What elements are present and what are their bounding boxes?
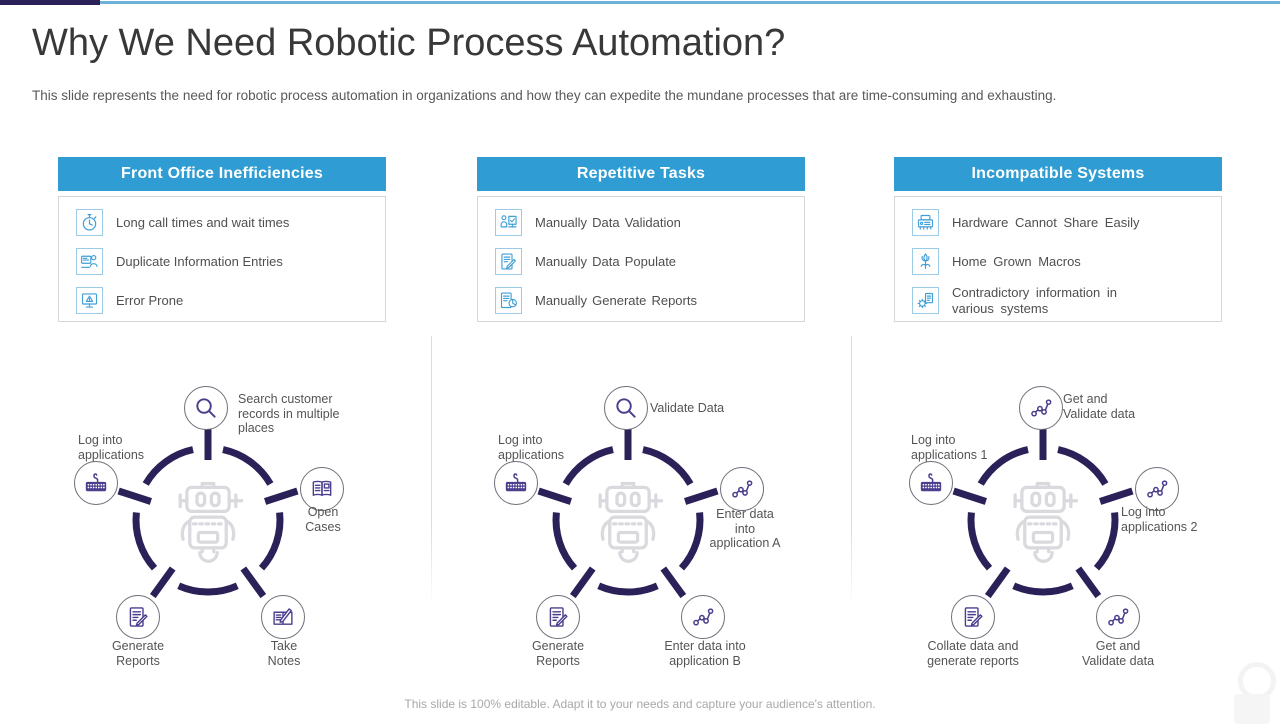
column-divider xyxy=(431,336,432,608)
node-search xyxy=(184,386,228,430)
home-macros-icon xyxy=(912,248,939,275)
node-login xyxy=(494,461,538,505)
list-item: Home Grown Macros xyxy=(912,242,1211,281)
process-ring xyxy=(952,426,1134,599)
node-label: Enter data into application B xyxy=(664,639,746,668)
page-title: Why We Need Robotic Process Automation? xyxy=(32,22,786,64)
node-label: Get and Validate data xyxy=(1063,392,1136,421)
keyboard-icon xyxy=(83,470,109,496)
list-item-label: Duplicate Information Entries xyxy=(116,253,283,269)
list-item-label: Manually Data Validation xyxy=(535,214,681,230)
list-item: Error Prone xyxy=(76,281,375,320)
list-item-label: Manually Generate Reports xyxy=(535,292,697,308)
list-item-label: Manually Data Populate xyxy=(535,253,677,269)
node-login-1 xyxy=(909,461,953,505)
column-item-list: Long call times and wait times Duplicate… xyxy=(58,196,386,322)
node-label: Search customer records in multiple plac… xyxy=(238,392,340,436)
list-item: Contradictory information in various sys… xyxy=(912,281,1211,320)
data-populate-icon xyxy=(495,248,522,275)
column-repetitive-tasks: Repetitive Tasks Manually Data Validatio… xyxy=(477,157,805,322)
generate-report-icon xyxy=(545,604,571,630)
keyboard-icon xyxy=(503,470,529,496)
hardware-icon xyxy=(912,209,939,236)
footer-note: This slide is 100% editable. Adapt it to… xyxy=(404,697,876,711)
node-generate-reports xyxy=(536,595,580,639)
list-item-label: Long call times and wait times xyxy=(116,214,290,230)
column-header: Incompatible Systems xyxy=(894,157,1222,191)
error-monitor-icon xyxy=(76,287,103,314)
generate-report-icon xyxy=(960,604,986,630)
robot-icon xyxy=(995,472,1091,568)
node-validate-data xyxy=(604,386,648,430)
node-label: Generate Reports xyxy=(111,639,165,668)
stopwatch-icon xyxy=(76,209,103,236)
rpa-cycle-diagram-front-office: Search customer records in multiple plac… xyxy=(38,380,378,690)
list-item: Manually Data Validation xyxy=(495,203,794,242)
column-header: Repetitive Tasks xyxy=(477,157,805,191)
top-accent-blue xyxy=(100,1,1280,4)
list-item: Hardware Cannot Share Easily xyxy=(912,203,1211,242)
node-take-notes xyxy=(261,595,305,639)
node-get-validate xyxy=(1019,386,1063,430)
node-label: Open Cases xyxy=(305,505,341,534)
node-label: Take Notes xyxy=(267,639,301,668)
list-item: Long call times and wait times xyxy=(76,203,375,242)
process-ring xyxy=(537,426,719,599)
search-icon xyxy=(193,395,219,421)
column-item-list: Hardware Cannot Share Easily Home Grown … xyxy=(894,196,1222,322)
list-item-label: Hardware Cannot Share Easily xyxy=(952,214,1140,230)
list-item: Manually Data Populate xyxy=(495,242,794,281)
search-icon xyxy=(613,395,639,421)
duplicate-entries-icon xyxy=(76,248,103,275)
list-item-label: Contradictory information in various sys… xyxy=(952,285,1117,316)
node-label: Generate Reports xyxy=(531,639,585,668)
list-item: Manually Generate Reports xyxy=(495,281,794,320)
column-front-office: Front Office Inefficiencies Long call ti… xyxy=(58,157,386,322)
contradictory-icon xyxy=(912,287,939,314)
list-item: Duplicate Information Entries xyxy=(76,242,375,281)
column-item-list: Manually Data Validation Manually Data P… xyxy=(477,196,805,322)
robot-icon xyxy=(160,472,256,568)
column-header: Front Office Inefficiencies xyxy=(58,157,386,191)
generate-reports-icon xyxy=(495,287,522,314)
node-label: Enter data into application A xyxy=(709,507,781,551)
node-collate-reports xyxy=(951,595,995,639)
column-incompatible-systems: Incompatible Systems Hardware Cannot Sha… xyxy=(894,157,1222,322)
data-points-icon xyxy=(1144,476,1170,502)
node-label: Get and Validate data xyxy=(1081,639,1155,668)
data-validation-icon xyxy=(495,209,522,236)
node-label: Validate Data xyxy=(650,401,725,415)
data-points-icon xyxy=(1028,395,1054,421)
data-points-icon xyxy=(729,476,755,502)
node-enter-data-a xyxy=(720,467,764,511)
open-book-icon xyxy=(309,476,335,502)
watermark-logo xyxy=(1230,662,1276,726)
node-login xyxy=(74,461,118,505)
node-open-cases xyxy=(300,467,344,511)
node-label: Collate data and generate reports xyxy=(927,639,1019,668)
watermark-body xyxy=(1234,694,1270,724)
generate-report-icon xyxy=(125,604,151,630)
page-subtitle: This slide represents the need for robot… xyxy=(32,88,1057,103)
rpa-cycle-diagram-repetitive-tasks: Validate Data Log into applications Ente… xyxy=(458,380,798,690)
node-get-validate-2 xyxy=(1096,595,1140,639)
process-ring xyxy=(117,426,299,599)
list-item-label: Home Grown Macros xyxy=(952,253,1081,269)
node-login-2 xyxy=(1135,467,1179,511)
column-divider xyxy=(851,336,852,608)
node-generate-reports xyxy=(116,595,160,639)
node-label: Log into applications 1 xyxy=(911,433,988,462)
node-label: Log into applications 2 xyxy=(1121,505,1198,534)
node-label: Log into applications xyxy=(498,433,565,462)
data-points-icon xyxy=(690,604,716,630)
take-notes-icon xyxy=(270,604,296,630)
list-item-label: Error Prone xyxy=(116,292,184,308)
robot-icon xyxy=(580,472,676,568)
keyboard-icon xyxy=(918,470,944,496)
node-label: Log into applications xyxy=(78,433,145,462)
rpa-cycle-diagram-incompatible-systems: Get and Validate data Log into applicati… xyxy=(873,380,1213,690)
data-points-icon xyxy=(1105,604,1131,630)
top-accent-navy xyxy=(0,0,100,5)
node-enter-data-b xyxy=(681,595,725,639)
